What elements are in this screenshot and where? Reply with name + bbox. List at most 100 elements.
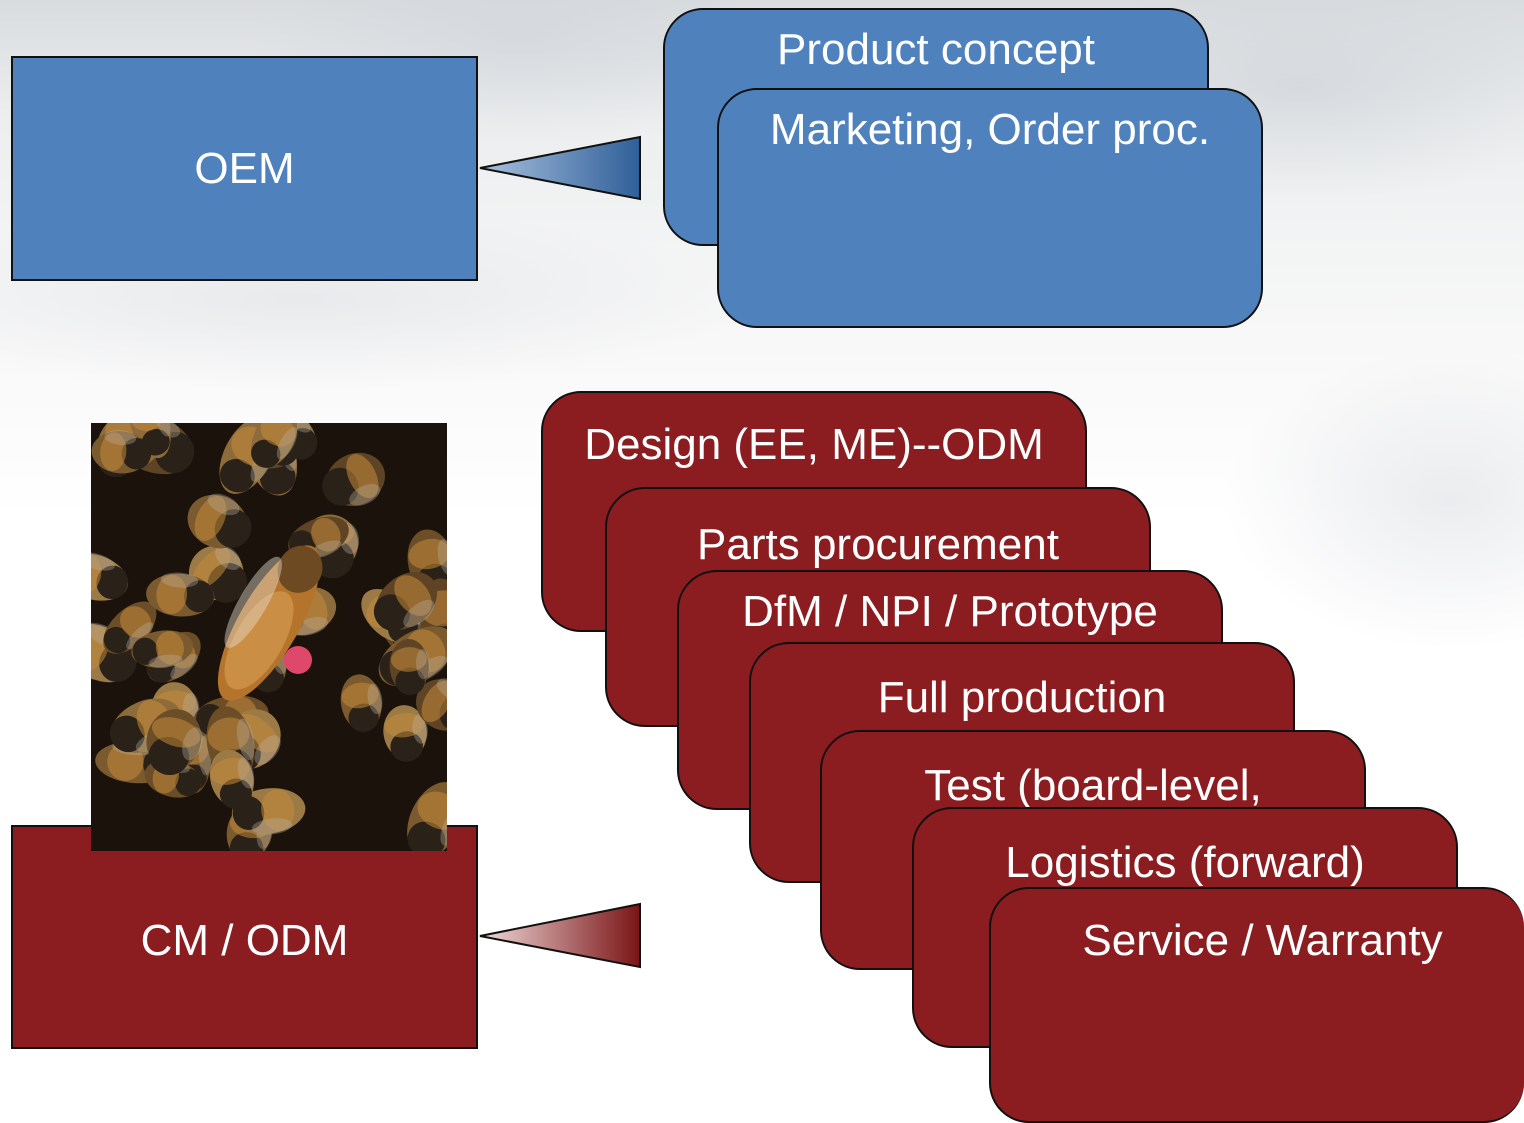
bee-stripe: [341, 682, 379, 709]
bee-head: [175, 768, 202, 797]
bee-wing: [282, 423, 311, 433]
bee-stripe: [390, 647, 427, 672]
bee-stripe: [346, 454, 379, 499]
worker-bee: [407, 782, 447, 851]
bee-wing: [251, 818, 293, 835]
bee-stripe: [207, 717, 250, 753]
bee-head: [121, 437, 152, 470]
bee-wing: [437, 539, 447, 575]
cm-odm-box: CM / ODM: [11, 825, 478, 1049]
worker-bee: [250, 423, 298, 469]
bee-head: [229, 832, 264, 851]
bee-stripe: [155, 631, 184, 665]
worker-bee: [322, 452, 385, 507]
bee-stripe: [120, 606, 152, 638]
worker-bee: [91, 552, 129, 601]
worker-bee: [131, 630, 194, 669]
oem-box: OEM: [11, 56, 478, 281]
bee-wing: [182, 727, 203, 761]
bee-wing: [170, 653, 198, 679]
worker-bee: [103, 601, 157, 654]
bee-stripe: [194, 495, 227, 541]
bee-stripe: [260, 423, 296, 447]
bee-wing: [436, 678, 447, 701]
bee-wing: [215, 545, 241, 570]
bee-wing: [440, 805, 447, 846]
worker-bee: [146, 709, 203, 776]
queen-head: [277, 545, 323, 593]
oem-card-2: Marketing, Order proc.: [717, 88, 1263, 328]
cm-card-7: Service / Warranty: [989, 887, 1524, 1123]
bee-wing: [349, 483, 381, 506]
queen-bee: [217, 545, 323, 701]
bee-stripe: [394, 575, 432, 616]
bee-stripe: [192, 547, 231, 589]
bee-head: [219, 778, 252, 809]
oem-callout-pointer: [479, 135, 641, 201]
worker-bee: [146, 572, 215, 617]
cm-card-5-label: Test (board-level,: [924, 761, 1262, 810]
bee-wing: [152, 423, 171, 437]
bee-wing: [236, 718, 255, 761]
bee-wing: [276, 427, 298, 460]
bee-wing: [367, 683, 383, 715]
worker-bee: [91, 430, 152, 474]
bee-head: [96, 565, 128, 600]
bee-stripe: [261, 789, 295, 831]
worker-bee: [340, 674, 383, 732]
worker-bee: [373, 572, 438, 631]
cm-card-1-label: Design (EE, ME)--ODM: [584, 420, 1044, 469]
bee-stripe: [91, 554, 102, 595]
cm-card-6-label: Logistics (forward): [1005, 838, 1365, 887]
bee-stripe: [156, 574, 188, 615]
bee-wing: [403, 599, 435, 628]
bee-wing: [160, 572, 199, 588]
worker-bee: [187, 493, 252, 549]
bee-head: [259, 460, 296, 495]
bee-stripe: [421, 680, 447, 723]
queen-abdomen: [224, 591, 294, 690]
bee-wing: [416, 649, 430, 680]
bee-stripe: [384, 713, 425, 738]
worker-bee: [389, 638, 430, 696]
cm-card-4-label: Full production: [877, 673, 1167, 722]
worker-bee: [209, 749, 255, 809]
bee-stripe: [417, 791, 447, 830]
oem-card-2-label: Marketing, Order proc.: [769, 105, 1211, 154]
cm-card-7-label: Service / Warranty: [1082, 916, 1443, 965]
bee-head: [219, 458, 255, 493]
queen-paint-mark: [284, 646, 312, 674]
bee-stripe: [408, 538, 447, 570]
bee-head: [132, 637, 159, 665]
bee-stripe: [311, 517, 341, 552]
bee-wing: [91, 552, 115, 571]
bee-stripe: [210, 757, 250, 785]
bee-stripe: [91, 625, 109, 672]
bee-wing: [254, 735, 281, 765]
queen-wing: [224, 556, 282, 648]
bee-head: [109, 715, 145, 753]
cm-odm-label: CM / ODM: [140, 916, 349, 966]
cm-card-3-label: DfM / NPI / Prototype: [742, 587, 1158, 636]
oem-card-1-label: Product concept: [777, 25, 1095, 74]
bee-head: [390, 731, 423, 762]
oem-label: OEM: [194, 143, 295, 193]
bee-wing: [126, 622, 154, 649]
bee-stripe: [151, 717, 201, 748]
cm-card-2-label: Parts procurement: [697, 520, 1059, 569]
bee-wing: [148, 654, 183, 669]
cm-callout-pointer: [479, 902, 641, 969]
bee-head: [251, 439, 281, 468]
bee-colony-image: [91, 423, 447, 851]
bee-wing: [104, 430, 137, 445]
bee-head: [407, 821, 446, 851]
bee-wing: [237, 757, 255, 789]
bee-head: [184, 580, 214, 613]
worker-bee: [383, 705, 428, 762]
bee-stripe: [100, 432, 127, 471]
bee-wing: [412, 714, 428, 744]
bee-colony-photo: [91, 423, 447, 851]
worker-bee: [416, 678, 447, 732]
bee-head: [99, 642, 137, 682]
bee-head: [103, 626, 130, 654]
